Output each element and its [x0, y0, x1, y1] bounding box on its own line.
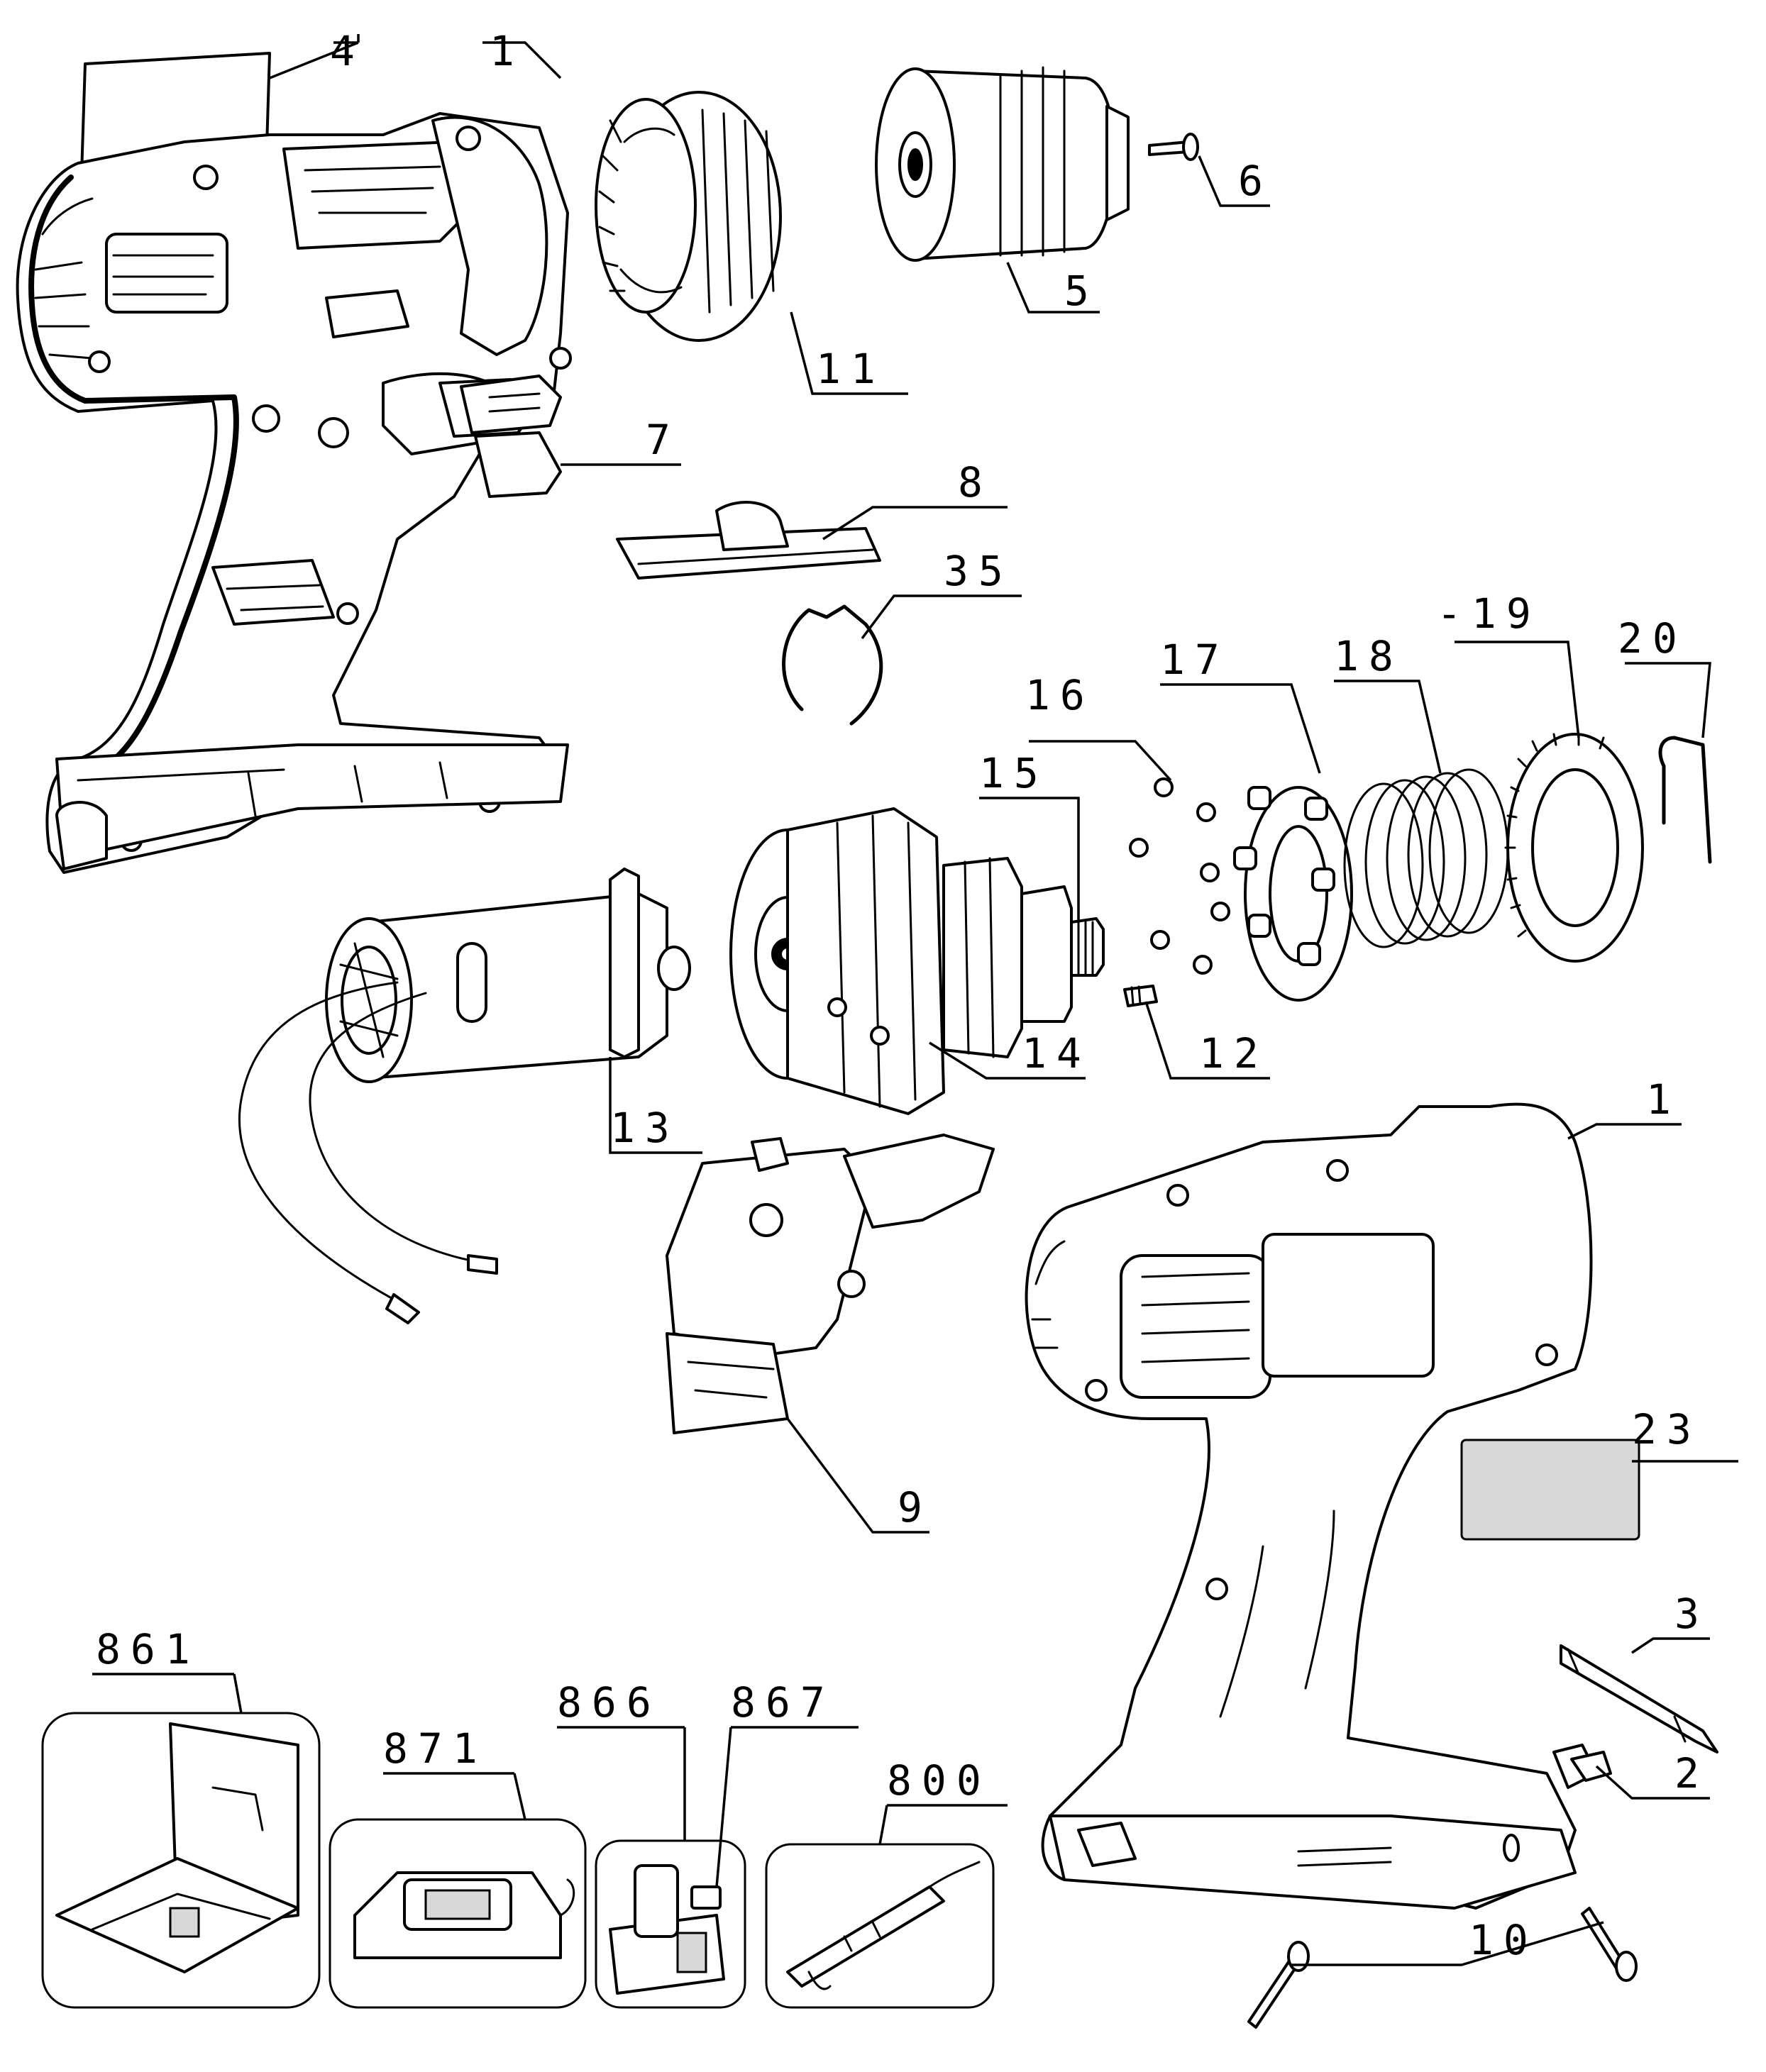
callout-871: 871 [383, 1724, 487, 1773]
callout-16: 16 [1025, 671, 1095, 719]
forward-reverse-button [460, 375, 562, 498]
callout-800: 800 [887, 1756, 991, 1805]
callout-23: 23 [1632, 1405, 1701, 1453]
battery-pack [609, 1864, 725, 1995]
callout-13: 13 [610, 1104, 680, 1152]
torque-adjusting-ring [1504, 733, 1644, 963]
callout-9: 9 [898, 1483, 932, 1531]
callout-20: 20 [1618, 614, 1687, 663]
trigger-switch [666, 1134, 995, 1434]
housing-screws [1247, 1907, 1638, 2029]
callout-866: 866 [557, 1678, 661, 1727]
gearbox-assembly [729, 807, 1105, 1115]
spring-pin [1123, 985, 1158, 1007]
clutch-plate [1233, 786, 1353, 1002]
callout-861: 861 [96, 1625, 200, 1673]
callout-7: 7 [646, 416, 680, 464]
double-ended-bit [1560, 1644, 1718, 1754]
callout-labels: 4 1 6 5 11 7 8 35 16 17 18 -19 20 15 14 … [96, 27, 1709, 1964]
callout-15: 15 [979, 749, 1049, 797]
callout-19: -19 [1437, 589, 1541, 638]
clutch-collar [595, 91, 782, 342]
callout-867: 867 [731, 1678, 835, 1727]
screwdriver-accessory [786, 1861, 981, 1990]
callout-35: 35 [944, 547, 1013, 595]
bit-clip [1552, 1744, 1612, 1789]
callout-17: 17 [1160, 636, 1230, 684]
callout-5: 5 [1064, 267, 1099, 315]
clutch-balls [1129, 777, 1230, 975]
leader-lines [92, 34, 1738, 1966]
callout-1-right: 1 [1646, 1075, 1681, 1124]
callout-18: 18 [1334, 632, 1403, 680]
lock-plate [616, 501, 881, 580]
callout-8: 8 [958, 458, 993, 506]
spring-clip [782, 604, 883, 726]
callout-12: 12 [1199, 1029, 1269, 1077]
callout-10: 10 [1469, 1916, 1538, 1964]
callout-2: 2 [1674, 1749, 1709, 1797]
motor [238, 868, 691, 1324]
callout-3: 3 [1674, 1590, 1709, 1638]
callout-11: 11 [816, 345, 885, 393]
callout-6: 6 [1238, 157, 1273, 205]
charger [353, 1871, 575, 1959]
callout-14: 14 [1022, 1029, 1091, 1077]
clutch-spring [1343, 768, 1509, 948]
housing-assembled [1025, 1102, 1640, 1910]
housing-left-half [16, 52, 572, 874]
keyless-chuck [875, 66, 1130, 262]
kit-box [55, 1722, 299, 1973]
chuck-screw [1148, 133, 1199, 161]
callout-1-top: 1 [490, 27, 524, 75]
callout-4: 4 [330, 27, 365, 75]
retaining-clip [1658, 736, 1712, 864]
